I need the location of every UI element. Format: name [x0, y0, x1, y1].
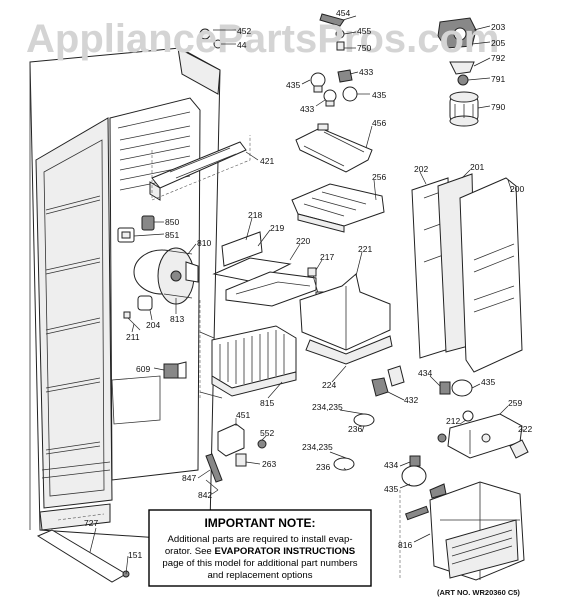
light-shield-456: [295, 123, 373, 173]
label-220: 220: [296, 236, 310, 246]
label-435: 435: [372, 90, 386, 100]
label-221: 221: [358, 244, 372, 254]
label-791: 791: [491, 74, 505, 84]
leader-lines: [89, 15, 524, 575]
label-842: 842: [198, 490, 212, 500]
evaporator-fan-810: [133, 247, 199, 305]
label-813: 813: [170, 314, 184, 324]
label-851: 851: [165, 230, 179, 240]
control-housing-421: [149, 135, 251, 201]
label-455: 455: [357, 26, 371, 36]
label-218: 218: [248, 210, 262, 220]
clamps-234-236: [333, 413, 375, 471]
label-816: 816: [398, 540, 412, 550]
drain-pan-221-224: [299, 273, 393, 365]
label-454: 454: [336, 8, 350, 18]
label-44: 44: [237, 40, 247, 50]
label-727: 727: [84, 518, 98, 528]
label-433: 433: [300, 104, 314, 114]
label-815: 815: [260, 398, 274, 408]
label-434: 434: [384, 460, 398, 470]
label-451: 451: [236, 410, 250, 420]
part-number-labels: 454 455 750 452 44 203 205 792 791 790 4…: [84, 8, 532, 560]
air-duct-259: [437, 410, 529, 459]
label-435: 435: [481, 377, 495, 387]
label-433: 433: [359, 67, 373, 77]
evaporator-815: [199, 300, 297, 400]
label-201: 201: [470, 162, 484, 172]
label-435: 435: [384, 484, 398, 494]
label-452: 452: [237, 26, 251, 36]
watermark: AppliancePartsPros.com: [26, 17, 500, 61]
art-number: (ART NO. WR20360 C5): [437, 588, 520, 597]
label-435: 435: [286, 80, 300, 90]
label-263: 263: [262, 459, 276, 469]
label-259: 259: [508, 398, 522, 408]
defrost-parts: [205, 423, 267, 491]
label-200: 200: [510, 184, 524, 194]
lamp-sockets-432-435: [371, 365, 473, 487]
label-850: 850: [165, 217, 179, 227]
label-203: 203: [491, 22, 505, 32]
label-256: 256: [372, 172, 386, 182]
dispenser-motor-parts: [437, 17, 479, 127]
label-205: 205: [491, 38, 505, 48]
label-151: 151: [128, 550, 142, 560]
label-224: 224: [322, 380, 336, 390]
evap-cover-218-220: [212, 231, 317, 307]
label-792: 792: [491, 53, 505, 63]
thermostat-609: [163, 361, 187, 379]
label-202: 202: [414, 164, 428, 174]
label-211: 211: [126, 332, 140, 342]
door-liner-202-200: [411, 173, 523, 373]
label-790: 790: [491, 102, 505, 112]
cabinet-liner: [29, 47, 221, 541]
note-line-2a: orator. See: [165, 546, 215, 557]
label-810: 810: [197, 238, 211, 248]
note-line-2: orator. See EVAPORATOR INSTRUCTIONS: [165, 546, 356, 557]
label-222: 222: [518, 424, 532, 434]
label-552: 552: [260, 428, 274, 438]
label-204: 204: [146, 320, 160, 330]
note-title: IMPORTANT NOTE:: [204, 516, 315, 530]
fan-housing-816: [399, 481, 525, 581]
note-line-1: Additional parts are required to install…: [167, 534, 352, 545]
note-line-4: and replacement options: [207, 570, 312, 581]
label-234-235: 234,235: [312, 402, 343, 412]
note-evaporator-instructions: EVAPORATOR INSTRUCTIONS: [214, 546, 355, 557]
label-432: 432: [404, 395, 418, 405]
label-212: 212: [446, 416, 460, 426]
label-609: 609: [136, 364, 150, 374]
label-434: 434: [418, 368, 432, 378]
label-750: 750: [357, 43, 371, 53]
light-lens-256: [291, 183, 385, 233]
label-234-235: 234,235: [302, 442, 333, 452]
label-217: 217: [320, 252, 334, 262]
toe-grille-727: [36, 529, 130, 583]
label-847: 847: [182, 473, 196, 483]
important-note-box: IMPORTANT NOTE: Additional parts are req…: [148, 509, 372, 587]
label-236: 236: [316, 462, 330, 472]
switch-850-851: [117, 215, 155, 243]
label-236: 236: [348, 424, 362, 434]
note-line-3: page of this model for additional part n…: [162, 558, 357, 569]
label-456: 456: [372, 118, 386, 128]
light-bulb-assembly-top: [310, 69, 358, 107]
label-219: 219: [270, 223, 284, 233]
label-421: 421: [260, 156, 274, 166]
